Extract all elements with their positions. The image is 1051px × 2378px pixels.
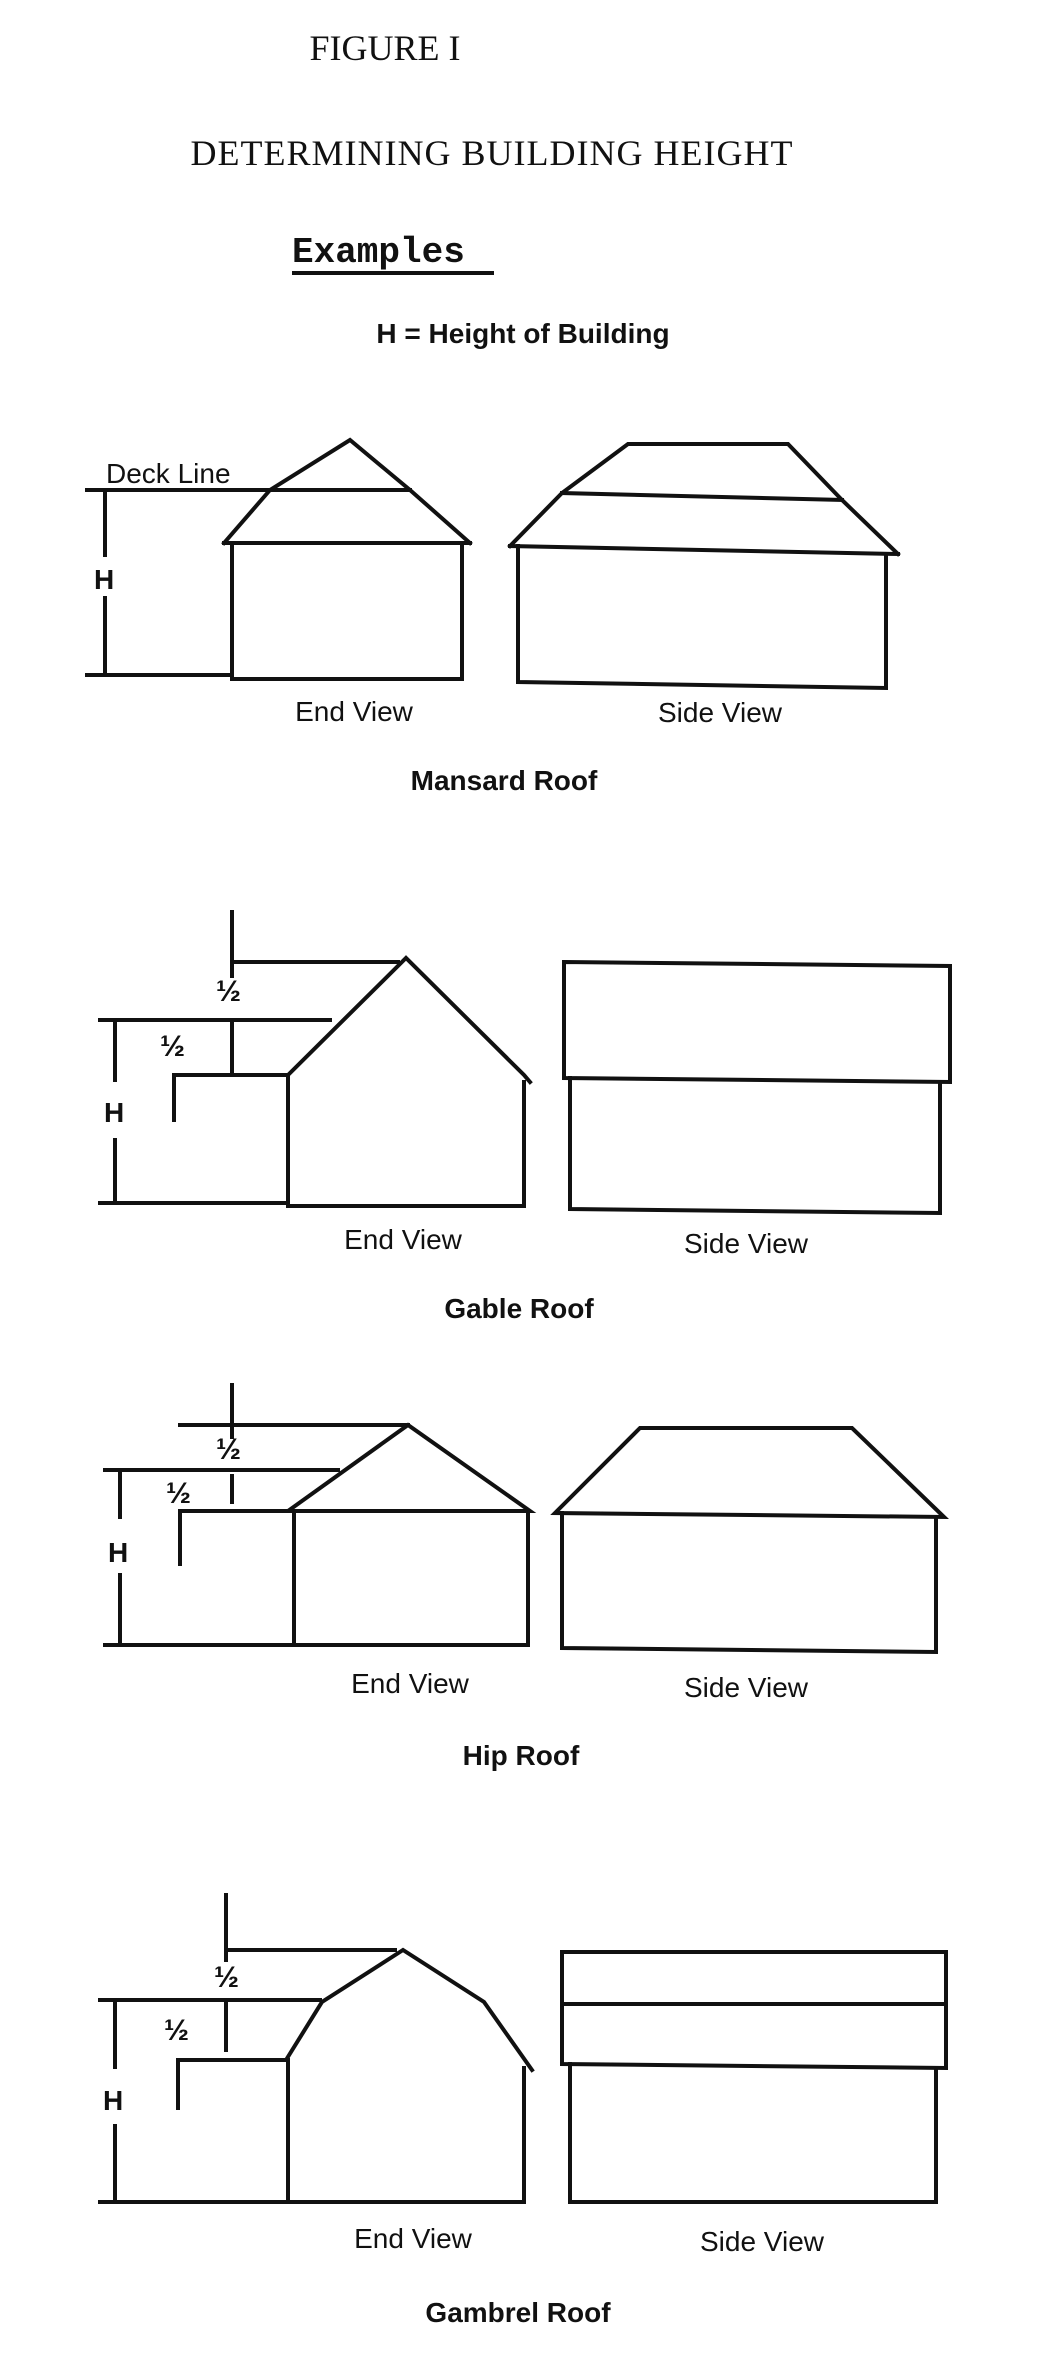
figure-title: DETERMINING BUILDING HEIGHT: [191, 133, 794, 173]
gambrel-side-view-label: Side View: [700, 2226, 825, 2257]
hip-side-walls: [560, 1511, 938, 1655]
hip-end-roof: [281, 1422, 537, 1513]
mansard-side-roof: [507, 442, 901, 557]
gable-half-lower-label: ½: [160, 1030, 185, 1063]
mansard-side-eave: [507, 543, 901, 557]
hip-end-walls: [292, 1509, 530, 1647]
gambrel-end-view-label: End View: [354, 2223, 473, 2254]
gambrel-half-upper-label: ½: [214, 1961, 239, 1994]
mansard-section: [85, 437, 901, 691]
hip-side-roof: [550, 1426, 949, 1520]
mansard-h-label: H: [94, 564, 114, 595]
mansard-side-deck-line: [559, 490, 845, 503]
mansard-end-walls: [230, 541, 464, 681]
hip-h-label: H: [108, 1537, 128, 1568]
mansard-side-view-label: Side View: [658, 697, 783, 728]
gable-side-walls: [568, 1076, 942, 1216]
gable-half-upper-label: ½: [216, 975, 241, 1008]
mansard-end-view-label: End View: [295, 696, 414, 727]
examples-heading: Examples: [292, 232, 465, 273]
gable-end-walls: [286, 1073, 526, 1208]
gable-side-roof: [562, 959, 952, 1085]
hip-side-view-label: Side View: [684, 1672, 809, 1703]
hip-end-view-label: End View: [351, 1668, 470, 1699]
gambrel-section: [98, 1893, 948, 2204]
figure-label: FIGURE I: [310, 28, 461, 68]
gable-h-label: H: [104, 1097, 124, 1128]
mansard-end-roof: [221, 437, 473, 546]
gable-end-view-label: End View: [344, 1224, 463, 1255]
hip-half-upper-label: ½: [216, 1433, 241, 1466]
gambrel-half-lower-label: ½: [164, 2014, 189, 2047]
gable-side-view-label: Side View: [684, 1228, 809, 1259]
gambrel-roof-name: Gambrel Roof: [425, 2297, 611, 2328]
height-legend: H = Height of Building: [376, 318, 669, 349]
gambrel-end-outline: [278, 1947, 535, 2073]
mansard-roof-name: Mansard Roof: [411, 765, 598, 796]
hip-section: [103, 1383, 949, 1655]
gambrel-end-walls: [286, 2058, 526, 2204]
gable-section: [98, 910, 952, 1216]
gambrel-side-walls: [568, 2062, 938, 2204]
gambrel-h-label: H: [103, 2085, 123, 2116]
gambrel-side-roof: [560, 1950, 948, 2071]
mansard-side-walls: [516, 544, 888, 691]
hip-roof-name: Hip Roof: [463, 1740, 580, 1771]
hip-half-lower-label: ½: [166, 1477, 191, 1510]
mansard-deck-line-label: Deck Line: [106, 458, 231, 489]
gable-roof-name: Gable Roof: [444, 1293, 594, 1324]
